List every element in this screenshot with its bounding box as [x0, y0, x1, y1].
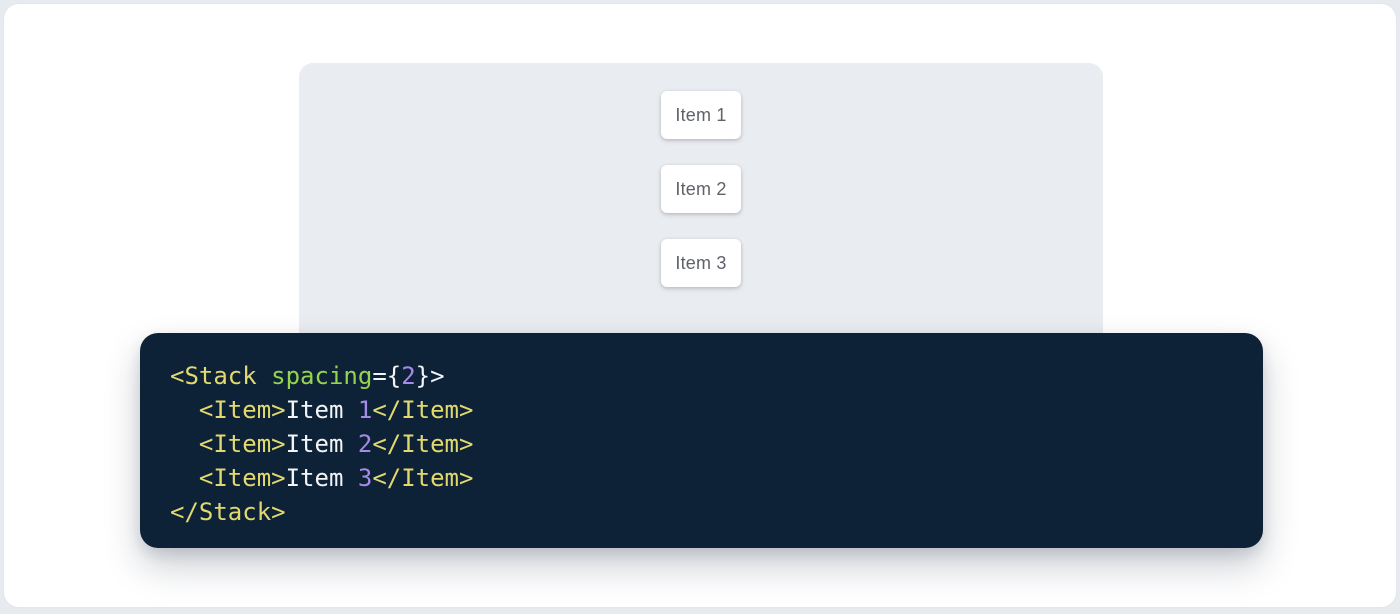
code-token-tag: </Stack> [170, 498, 286, 526]
code-token-tag: </Item> [372, 396, 474, 424]
code-token-tag: <Item> [198, 464, 286, 492]
stack-item-label: Item 3 [675, 253, 727, 273]
code-token-plain [170, 464, 199, 492]
code-token-plain: Item [285, 430, 358, 458]
stack-item-label: Item 2 [675, 179, 727, 199]
code-token-tag: </Item> [372, 464, 474, 492]
stack-item-label: Item 1 [675, 105, 727, 125]
stack-container: Item 1 Item 2 Item 3 [299, 63, 1103, 287]
code-line: <Item>Item 3</Item> [170, 461, 1233, 495]
code-token-tag: </Item> [372, 430, 474, 458]
code-token-tag: <Item> [198, 396, 286, 424]
code-token-plain: }> [415, 362, 445, 390]
code-token-plain: Item [285, 396, 358, 424]
code-token-plain [170, 396, 199, 424]
code-token-tag: <Item> [198, 430, 286, 458]
page-card: Item 1 Item 2 Item 3 <Stack spacing={2}>… [3, 3, 1397, 608]
code-token-attr: spacing [271, 362, 373, 390]
code-token-tag: <Stack [170, 362, 272, 390]
code-token-plain: Item [285, 464, 358, 492]
code-token-number: 2 [401, 362, 416, 390]
code-line: <Stack spacing={2}> [170, 359, 1233, 393]
code-token-number: 3 [357, 464, 373, 492]
code-line: <Item>Item 2</Item> [170, 427, 1233, 461]
stack-item: Item 2 [661, 165, 741, 213]
code-token-plain [170, 430, 199, 458]
code-line: </Stack> [170, 495, 1233, 529]
code-line: <Item>Item 1</Item> [170, 393, 1233, 427]
code-token-number: 2 [357, 430, 373, 458]
stack-item: Item 3 [661, 239, 741, 287]
code-token-plain: ={ [372, 362, 402, 390]
code-token-number: 1 [357, 396, 373, 424]
code-block: <Stack spacing={2}> <Item>Item 1</Item> … [140, 333, 1263, 548]
stack-item: Item 1 [661, 91, 741, 139]
